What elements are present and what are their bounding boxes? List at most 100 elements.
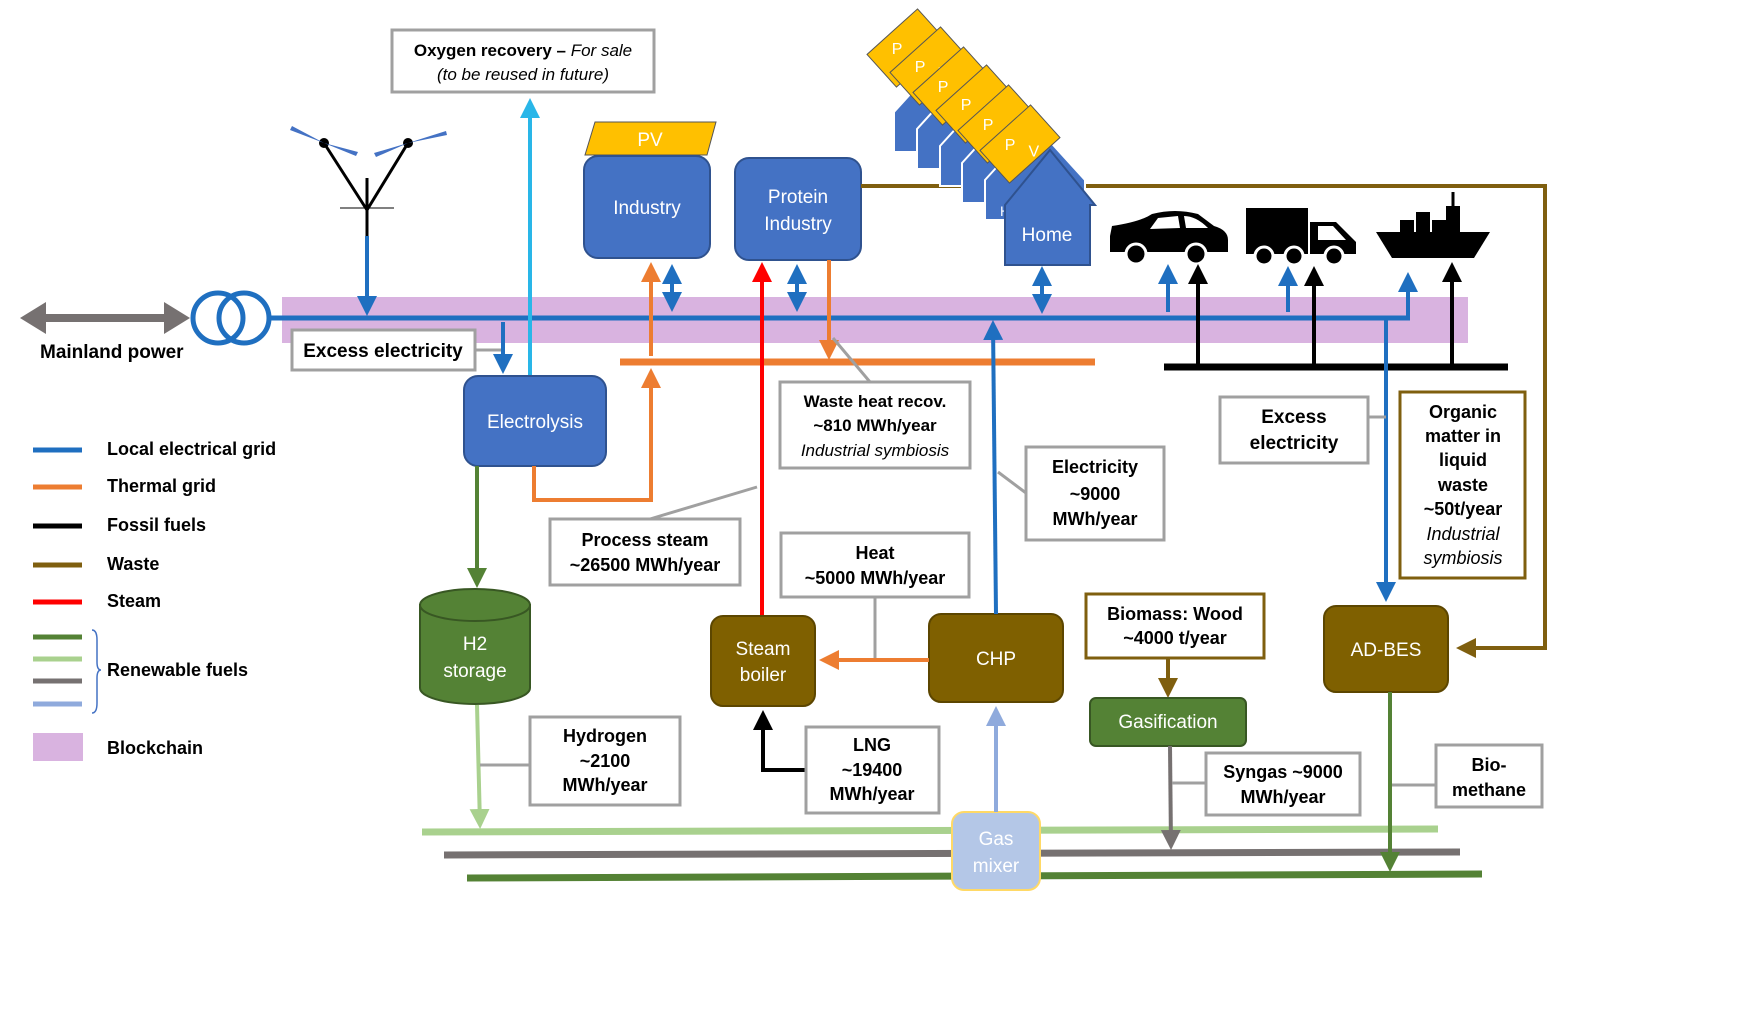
waste-heat-label-3: Industrial symbiosis — [801, 441, 950, 460]
steam-boiler-label-1: Steam — [736, 639, 791, 660]
organic-label-2: matter in — [1425, 426, 1501, 446]
lng-to-boiler-arrow — [753, 710, 806, 772]
pv-label: PV — [637, 130, 663, 151]
gasification-to-fuel-bus-arrow — [1160, 745, 1181, 850]
legend-blockchain: Blockchain — [107, 738, 203, 758]
organic-label-7: symbiosis — [1423, 548, 1502, 568]
oxygen-recovery-box — [390, 28, 656, 94]
syngas-box — [1204, 751, 1362, 817]
hydrogen-label-2: ~2100 — [580, 751, 631, 771]
lng-box — [804, 725, 941, 815]
excess-electricity-right-label-1: Excess — [1261, 407, 1327, 428]
protein-industry-node — [734, 157, 862, 261]
biomethane-box — [1434, 743, 1544, 809]
mainland-power-label: Mainland power — [40, 342, 184, 363]
waste-flow-line — [861, 184, 1547, 658]
legend-steam: Steam — [107, 591, 161, 611]
h2-storage-label-2: storage — [443, 661, 506, 682]
svg-text:P: P — [892, 41, 903, 58]
excess-electricity-left-label: Excess electricity — [303, 341, 463, 362]
process-steam-label-2: ~26500 MWh/year — [570, 555, 721, 575]
biomethane-label-1: Bio- — [1472, 755, 1507, 775]
hydrogen-box — [528, 715, 682, 807]
oxygen-recovery-line2: (to be reused in future) — [437, 65, 609, 84]
organic-label-5: ~50t/year — [1424, 499, 1503, 519]
biomass-label-1: Biomass: Wood — [1107, 604, 1243, 624]
legend-thermal: Thermal grid — [107, 476, 216, 496]
syngas-label-2: MWh/year — [1240, 787, 1325, 807]
svg-text:V: V — [1028, 143, 1039, 160]
waste-heat-label-1: Waste heat recov. — [804, 392, 947, 411]
gasification-node — [1089, 697, 1247, 747]
legend-local-grid: Local electrical grid — [107, 439, 276, 459]
process-steam-box — [548, 517, 742, 587]
biomass-box — [1084, 592, 1266, 660]
hydrogen-label-1: Hydrogen — [563, 726, 647, 746]
h2-storage-node — [419, 588, 531, 705]
organic-label-1: Organic — [1429, 402, 1497, 422]
svg-text:P: P — [915, 59, 926, 76]
protein-industry-label-2: Industry — [764, 214, 832, 235]
lng-label-1: LNG — [853, 735, 891, 755]
lng-label-3: MWh/year — [829, 784, 914, 804]
lng-label-2: ~19400 — [842, 760, 903, 780]
gas-mixer-label-1: Gas — [979, 829, 1014, 850]
waste-heat-label-2: ~810 MWh/year — [813, 416, 937, 435]
truck-icon — [1246, 208, 1356, 267]
legend-renewable: Renewable fuels — [107, 660, 248, 680]
h2-to-fuel-bus-arrow — [469, 704, 490, 829]
h2-storage-label-1: H2 — [463, 634, 487, 655]
oxygen-recovery-line1: Oxygen recovery – For sale — [414, 41, 632, 60]
home-label: Home — [1022, 225, 1073, 246]
pv-panel-roof-6: P V — [979, 104, 1061, 184]
ship-icon — [1376, 192, 1490, 258]
gas-mixer-label-2: mixer — [973, 856, 1020, 877]
chp-to-grid-arrow — [983, 320, 1004, 615]
electricity-label-3: MWh/year — [1052, 509, 1137, 529]
waste-heat-box — [778, 380, 972, 470]
svg-text:P: P — [938, 79, 949, 96]
heat-label-1: Heat — [855, 543, 894, 563]
industry-label: Industry — [613, 198, 681, 219]
electricity-label-1: Electricity — [1052, 457, 1138, 477]
steam-boiler-node — [710, 615, 816, 707]
legend: Local electrical grid Thermal grid Fossi… — [33, 439, 276, 761]
excess-electricity-right-label-2: electricity — [1250, 433, 1339, 454]
svg-text:P: P — [961, 97, 972, 114]
organic-label-4: waste — [1437, 475, 1488, 495]
electrolysis-label: Electrolysis — [487, 412, 583, 433]
ad-bes-label: AD-BES — [1351, 640, 1422, 661]
renewable-bus-light-green — [421, 825, 1439, 836]
homes-stack: H Home P V P V P V P V P V — [866, 8, 1098, 266]
organic-label-3: liquid — [1439, 450, 1487, 470]
wind-turbine-icon — [290, 126, 447, 236]
pv-panel-industry — [584, 121, 717, 156]
car-icon — [1110, 211, 1228, 266]
legend-waste: Waste — [107, 554, 159, 574]
double-arrow-icon — [20, 302, 190, 334]
syngas-label-1: Syngas ~9000 — [1223, 762, 1343, 782]
legend-swatch-blockchain — [33, 733, 83, 761]
electricity-box — [1024, 445, 1166, 542]
biomass-label-2: ~4000 t/year — [1123, 628, 1227, 648]
heat-label-2: ~5000 MWh/year — [805, 568, 946, 588]
industry-node — [583, 155, 711, 259]
gas-mixer-node — [951, 811, 1041, 891]
svg-text:P: P — [1005, 137, 1016, 154]
organic-matter-box — [1398, 390, 1527, 580]
biomethane-label-2: methane — [1452, 780, 1526, 800]
transformer-icon — [190, 290, 272, 346]
process-steam-label-1: Process steam — [581, 530, 708, 550]
gasification-label: Gasification — [1118, 712, 1217, 733]
hydrogen-label-3: MWh/year — [562, 775, 647, 795]
chp-label: CHP — [976, 649, 1016, 670]
excess-electricity-right-box — [1218, 395, 1370, 465]
protein-industry-label-1: Protein — [768, 187, 828, 208]
steam-boiler-label-2: boiler — [740, 665, 787, 686]
ad-bes-node — [1323, 605, 1449, 693]
organic-label-6: Industrial — [1426, 524, 1500, 544]
electricity-label-2: ~9000 — [1070, 484, 1121, 504]
legend-fossil: Fossil fuels — [107, 515, 206, 535]
electrolysis-heat-line — [532, 368, 661, 502]
